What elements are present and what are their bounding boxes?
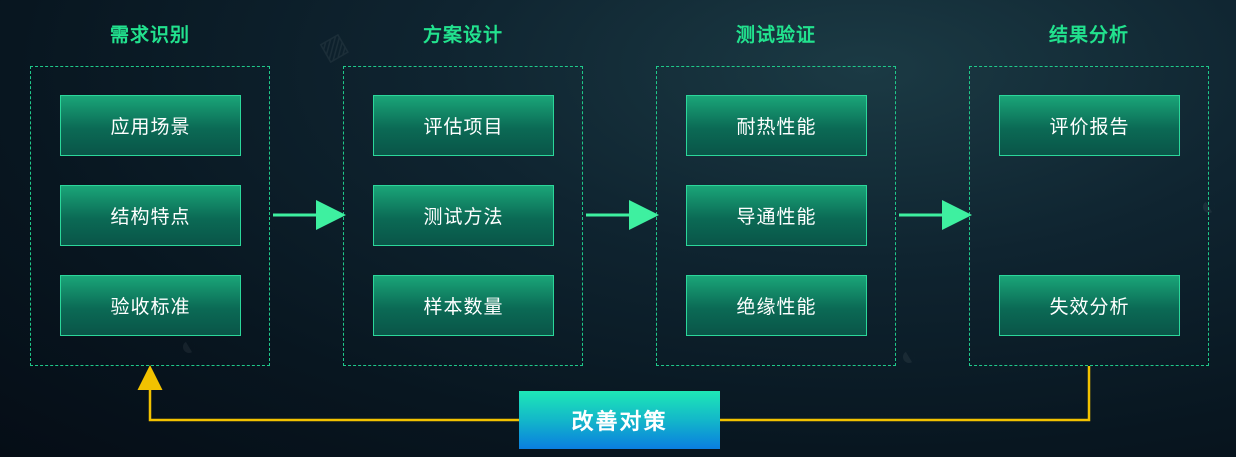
step-box: 绝缘性能 (686, 275, 867, 336)
step-box: 耐热性能 (686, 95, 867, 156)
group-design: 评估项目 测试方法 样本数量 (343, 66, 583, 366)
group-requirement: 应用场景 结构特点 验收标准 (30, 66, 270, 366)
column-title-requirement: 需求识别 (109, 25, 190, 46)
step-box: 测试方法 (373, 185, 554, 246)
improvement-measures-box: 改善对策 (519, 391, 720, 449)
feedback-line-right (720, 366, 1091, 422)
group-analysis: 评价报告 失效分析 (969, 66, 1209, 366)
step-box: 导通性能 (686, 185, 867, 246)
column-title-verification: 测试验证 (735, 25, 816, 46)
column-title-analysis: 结果分析 (1048, 25, 1129, 46)
step-box: 评估项目 (373, 95, 554, 156)
feedback-line-left (137, 365, 519, 422)
step-box: 验收标准 (60, 275, 241, 336)
step-box: 样本数量 (373, 275, 554, 336)
column-title-design: 方案设计 (422, 25, 503, 46)
step-box: 结构特点 (60, 185, 241, 246)
step-box: 失效分析 (999, 275, 1180, 336)
step-box: 应用场景 (60, 95, 241, 156)
step-box: 评价报告 (999, 95, 1180, 156)
